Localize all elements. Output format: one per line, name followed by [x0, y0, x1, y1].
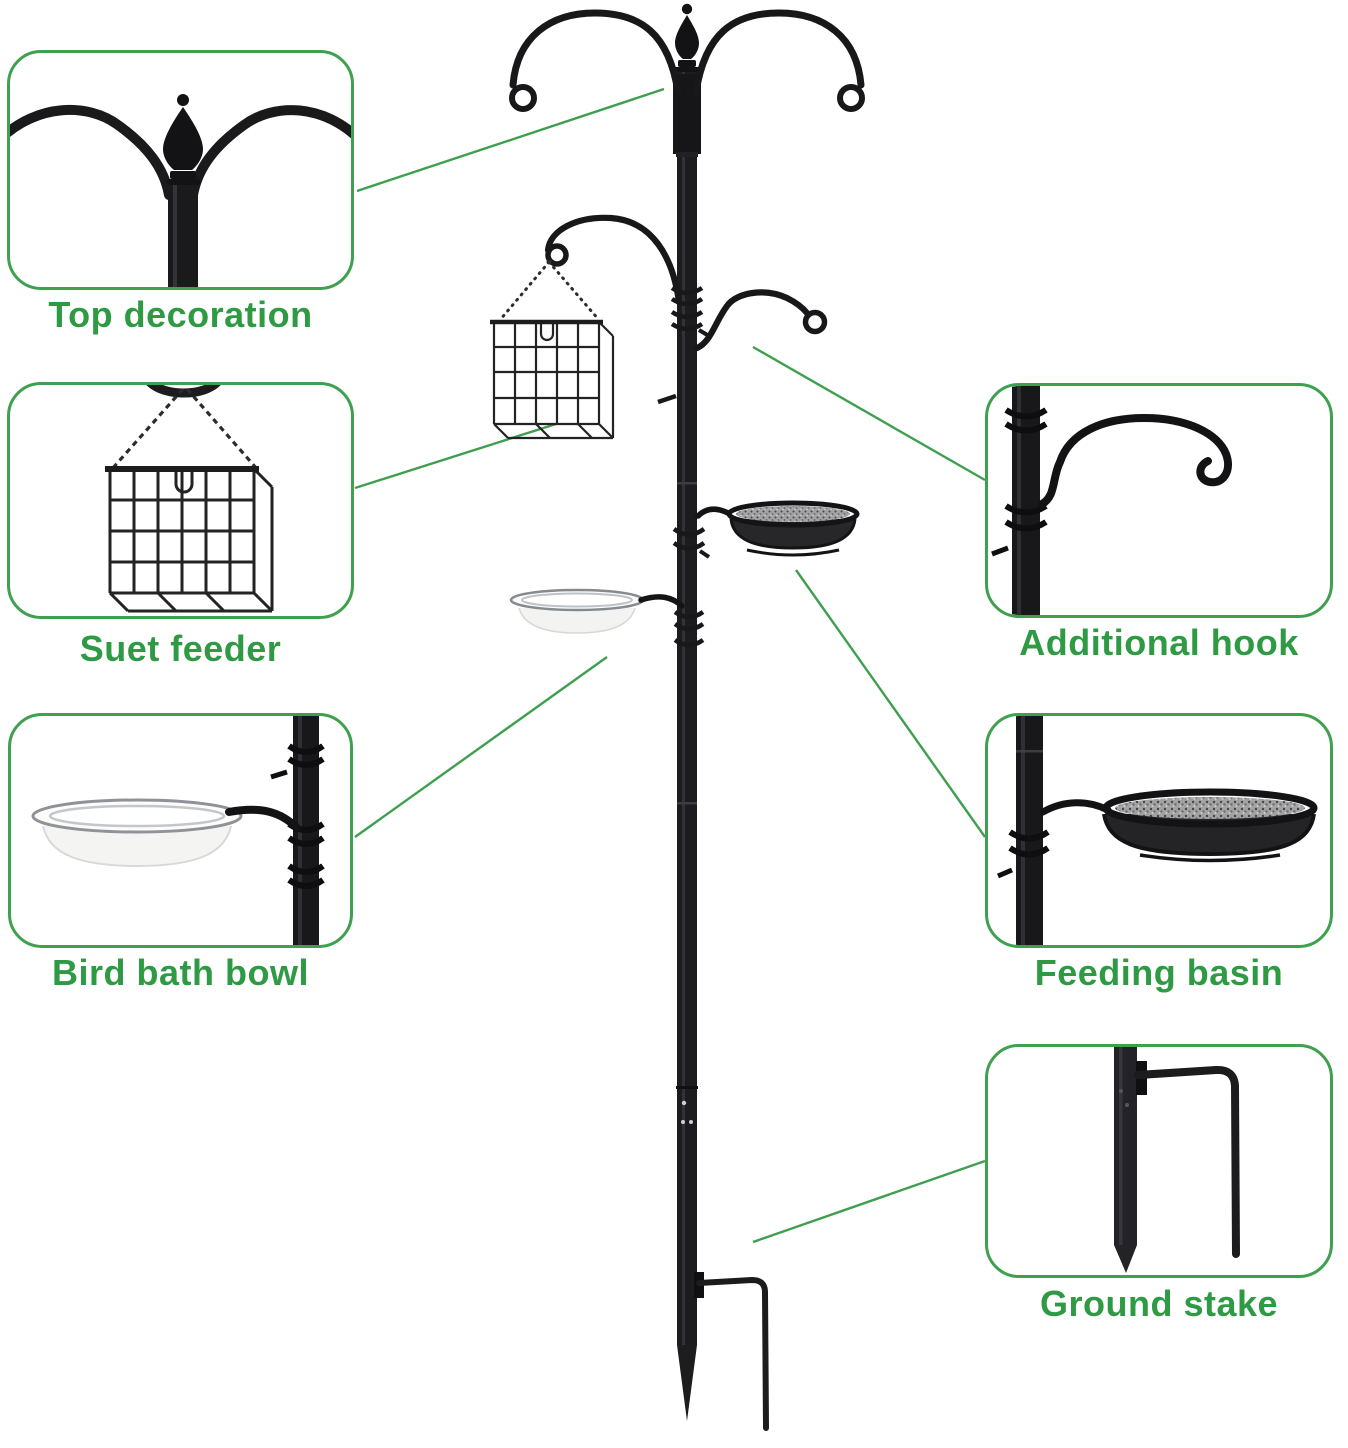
- connector-line-suet-feeder: [354, 422, 557, 490]
- callout-label-additional-hook: Additional hook: [1019, 622, 1299, 663]
- callout-card-suet-feeder: [7, 382, 354, 619]
- callout-label-suet-feeder: Suet feeder: [79, 628, 282, 669]
- additional-hook-part: [693, 289, 811, 352]
- ground-stake-part: [694, 1272, 769, 1431]
- second-tier-hooks: [544, 214, 828, 405]
- callout-card-feeding-basin: [985, 713, 1333, 948]
- top-decoration-part: [509, 3, 865, 112]
- callout-card-ground-stake: [985, 1044, 1333, 1278]
- bird-bath-bowl-part: [509, 588, 705, 648]
- additional-hook-closeup-image: [991, 386, 1232, 615]
- connector-line-ground-stake: [752, 1159, 986, 1244]
- callout-card-additional-hook: [985, 383, 1333, 618]
- suet-feeder-closeup-image: [105, 385, 274, 613]
- connector-line-top-decoration: [356, 87, 665, 193]
- top-decoration-closeup-image: [10, 94, 351, 287]
- connector-line-additional-hook: [752, 345, 986, 482]
- callout-card-top-decoration: [7, 50, 354, 290]
- suet-feeder-part: [490, 259, 615, 440]
- connector-lines: [354, 87, 986, 1244]
- callout-label-ground-stake: Ground stake: [1039, 1283, 1279, 1324]
- feeding-basin-part: [672, 500, 860, 559]
- bird-bath-bowl-closeup-image: [31, 716, 325, 945]
- connector-line-bird-bath-bowl: [354, 656, 608, 838]
- callout-label-feeding-basin: Feeding basin: [1034, 952, 1284, 993]
- pole: [673, 70, 701, 1421]
- callout-label-top-decoration: Top decoration: [48, 294, 313, 335]
- callout-card-bird-bath-bowl: [8, 713, 353, 948]
- ground-stake-closeup-image: [1114, 1047, 1240, 1273]
- feeding-basin-closeup-image: [997, 716, 1318, 945]
- callout-label-bird-bath-bowl: Bird bath bowl: [52, 952, 309, 993]
- connector-line-feeding-basin: [795, 569, 986, 838]
